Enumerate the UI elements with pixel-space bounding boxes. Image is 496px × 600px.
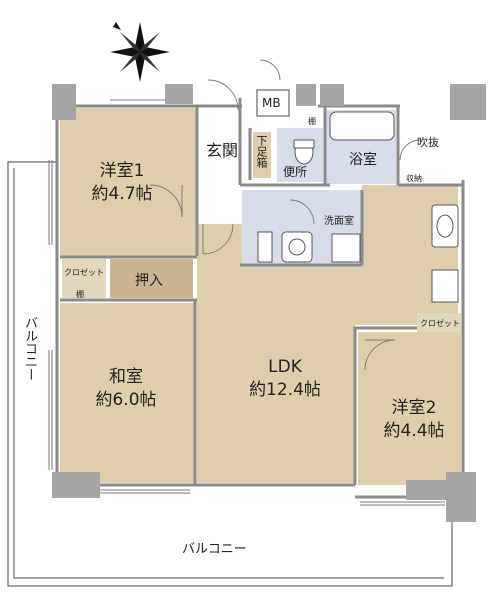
room-ldk-area: 約12.4帖 (249, 380, 321, 400)
closet-left-label: クロゼット (64, 268, 104, 277)
room-yoshitsu2-floor (358, 332, 461, 485)
room-yoshitsu1-label: 洋室1 約4.7帖 (76, 160, 168, 206)
pillars (52, 84, 486, 522)
balcony-outline (7, 161, 453, 587)
walls (55, 98, 465, 499)
yokushitsu-label: 浴室 (349, 152, 377, 168)
room-ldk-name: LDK (268, 357, 302, 377)
genkan-label: 玄関 (206, 141, 239, 160)
oshiire-label: 押入 (135, 273, 163, 289)
room-yoshitsu2-label: 洋室2 約4.4帖 (368, 397, 460, 443)
room-washitsu-area: 約6.0帖 (95, 390, 157, 410)
fukinuke-label: 吹抜 (417, 136, 439, 149)
mb-label: MB (262, 96, 281, 110)
door-swings (149, 59, 421, 371)
room-yoshitsu2-name: 洋室2 (391, 398, 437, 418)
room-washitsu-floor (60, 303, 194, 483)
shitabako-floor (253, 132, 271, 178)
room-yoshitsu1-floor (60, 108, 197, 256)
fixtures (257, 111, 459, 303)
oshiire-floor (110, 259, 193, 298)
closet-left-floor (62, 259, 106, 298)
room-washitsu-label: 和室 約6.0帖 (80, 366, 172, 412)
benjo-label: 便所 (283, 165, 308, 179)
compass-icon (110, 22, 170, 82)
balcony-bottom-label: バルコニー (182, 542, 247, 557)
room-yoshitsu1-name: 洋室1 (99, 161, 145, 181)
room-washitsu-name: 和室 (109, 367, 143, 387)
mb-box (256, 89, 290, 117)
room-ldk-label: LDK 約12.4帖 (230, 356, 340, 402)
room-yoshitsu1-area: 約4.7帖 (91, 184, 153, 204)
balcony-left-label: バルコニー (22, 316, 37, 381)
closet-right-label: クロゼット (420, 319, 460, 328)
tana-label: 棚 (308, 117, 316, 126)
room-yoshitsu2-area: 約4.4帖 (383, 421, 445, 441)
windows (48, 99, 445, 506)
shitabako-label: 下足箱 (255, 135, 268, 168)
kinoko-label: 収納 (406, 174, 422, 183)
tana2-label: 棚 (76, 290, 84, 299)
senmenshitsu-label: 洗面室 (324, 216, 354, 227)
closet-right-floor (417, 313, 461, 332)
